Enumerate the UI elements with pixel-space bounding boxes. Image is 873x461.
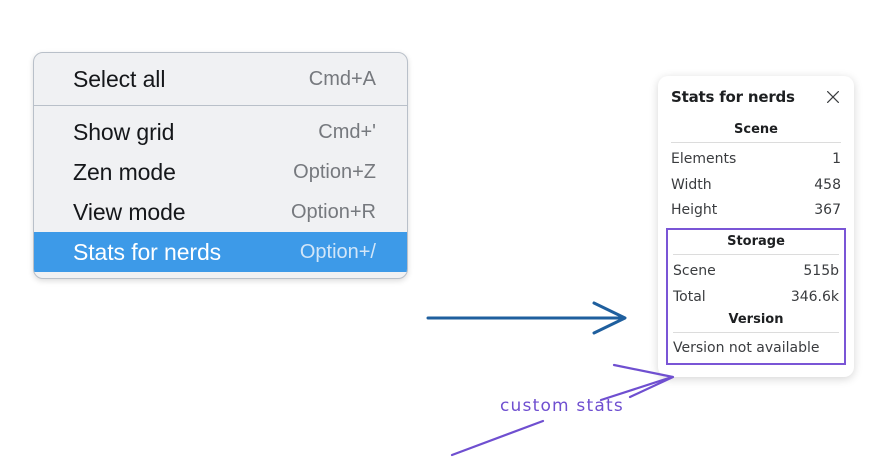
menu-item-stats-for-nerds[interactable]: Stats for nerds Option+/	[34, 232, 407, 272]
menu-item-shortcut: Option+Z	[293, 160, 376, 183]
menu-group: Select all Cmd+A	[34, 53, 407, 105]
menu-item-label: Select all	[73, 65, 166, 92]
custom-stats-highlight-box: Storage Scene 515b Total 346.6k Version …	[666, 228, 846, 366]
close-icon[interactable]	[825, 89, 841, 105]
menu-item-select-all[interactable]: Select all Cmd+A	[34, 59, 407, 99]
blue-arrow-icon	[426, 301, 627, 335]
stat-row-storage-total: Total 346.6k	[673, 285, 839, 311]
menu-item-label: Zen mode	[73, 158, 176, 185]
menu-item-label: Stats for nerds	[73, 238, 222, 265]
divider	[673, 254, 839, 256]
menu-item-view-mode[interactable]: View mode Option+R	[34, 192, 407, 232]
menu-item-label: Show grid	[73, 118, 175, 145]
purple-underline-stroke	[450, 419, 545, 457]
annotation-label-custom-stats: custom stats	[500, 396, 624, 416]
stat-key: Scene	[673, 263, 716, 280]
panel-header: Stats for nerds	[671, 88, 841, 106]
version-text: Version not available	[673, 340, 820, 357]
menu-item-shortcut: Option+R	[290, 200, 376, 223]
stat-key: Height	[671, 202, 718, 219]
menu-item-shortcut: Cmd+'	[318, 120, 376, 143]
stat-value: 515b	[803, 263, 839, 280]
stat-key: Width	[671, 176, 712, 193]
menu-item-label: View mode	[73, 198, 186, 225]
stat-row-width: Width 458	[671, 173, 841, 199]
stat-row-elements: Elements 1	[671, 147, 841, 173]
menu-item-shortcut: Cmd+A	[308, 67, 376, 90]
section-heading-version: Version	[728, 312, 784, 328]
context-menu[interactable]: Select all Cmd+A Show grid Cmd+' Zen mod…	[33, 52, 408, 279]
menu-item-show-grid[interactable]: Show grid Cmd+'	[34, 112, 407, 152]
stat-value: 346.6k	[790, 288, 839, 305]
stat-value: 367	[814, 202, 841, 219]
divider	[673, 332, 839, 334]
stat-key: Total	[673, 288, 706, 305]
panel-title: Stats for nerds	[671, 88, 795, 106]
menu-item-zen-mode[interactable]: Zen mode Option+Z	[34, 152, 407, 192]
stat-row-storage-scene: Scene 515b	[673, 259, 839, 285]
section-heading-storage: Storage	[727, 234, 785, 250]
stat-key: Elements	[671, 151, 737, 167]
menu-item-shortcut: Option+/	[299, 240, 376, 263]
stat-value: 458	[814, 176, 841, 193]
section-heading-scene: Scene	[734, 122, 778, 137]
stat-row-height: Height 367	[671, 198, 841, 224]
divider	[671, 142, 841, 143]
stat-value: 1	[832, 151, 841, 167]
stats-for-nerds-panel: Stats for nerds Scene Elements 1 Width 4…	[658, 76, 854, 378]
menu-group: Show grid Cmd+' Zen mode Option+Z View m…	[34, 105, 407, 278]
